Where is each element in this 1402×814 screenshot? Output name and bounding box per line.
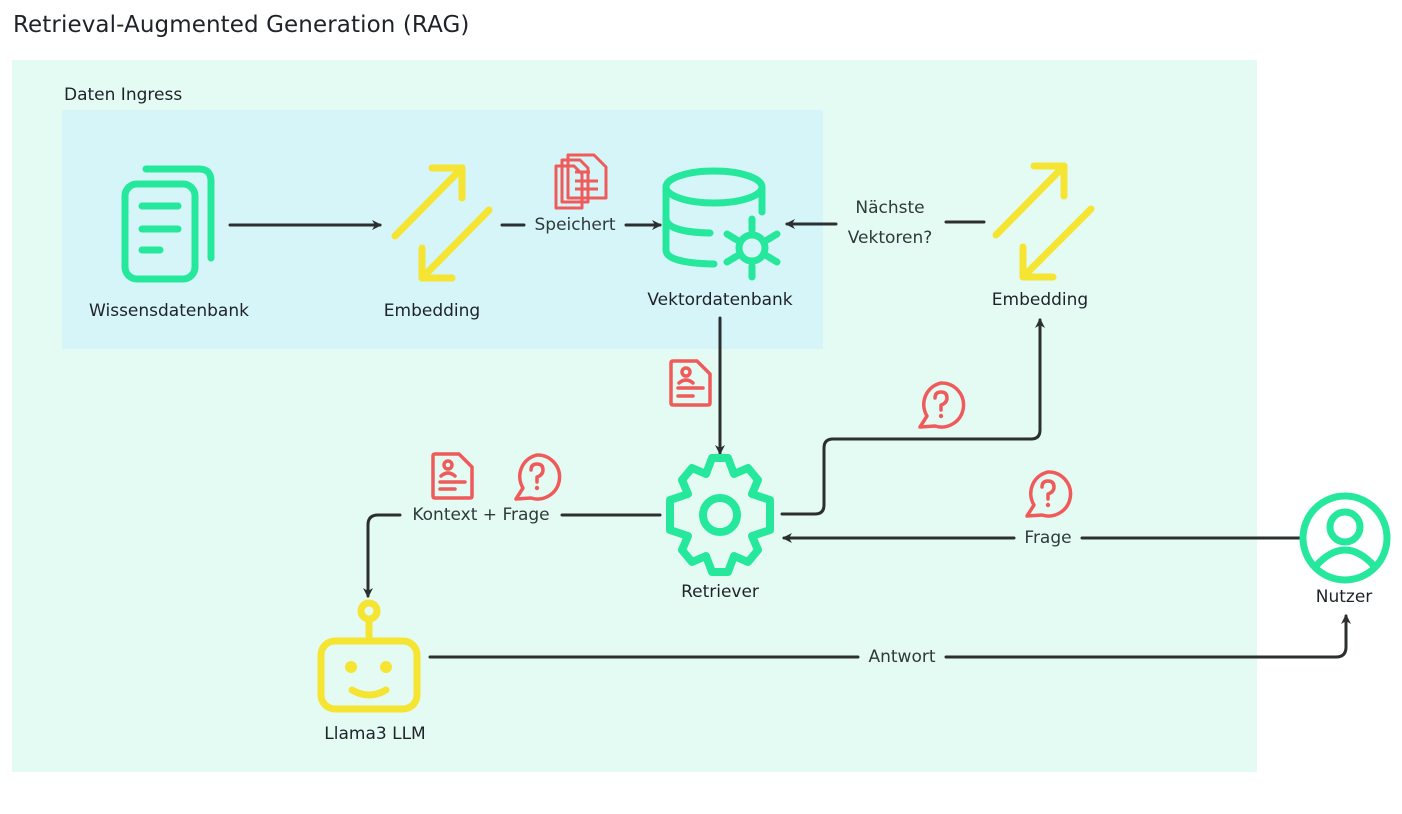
question-bubble-dot <box>534 485 540 491</box>
diagram-title: Retrieval-Augmented Generation (RAG) <box>13 12 470 38</box>
edge-retriever-to-llm-b <box>363 513 402 598</box>
edge-label-speichert: Speichert <box>534 215 616 235</box>
data-ingress-label: Daten Ingress <box>64 85 183 105</box>
document-user-icon <box>431 452 474 500</box>
edge-label-line-2: Vektoren? <box>847 228 933 248</box>
edge-label-kontext-frage: Kontext + Frage <box>412 505 550 525</box>
edge-label-naechste-vektoren: Nächste Vektoren? <box>848 193 933 253</box>
node-label-embedding-query: Embedding <box>991 290 1089 310</box>
node-label-user: Nutzer <box>1315 587 1373 607</box>
robot-icon <box>317 599 421 713</box>
database-gear-icon <box>662 167 781 281</box>
user-circle-icon <box>1299 492 1391 584</box>
node-label-embedding-ingress: Embedding <box>383 301 481 321</box>
node-label-knowledge-base: Wissensdatenbank <box>89 301 249 321</box>
question-bubble-icon <box>1025 470 1073 518</box>
question-bubble-dot <box>938 413 944 419</box>
edge-label-antwort: Antwort <box>868 647 936 667</box>
edge-label-line-1: Nächste <box>855 198 925 218</box>
node-label-vector-db: Vektordatenbank <box>647 290 793 310</box>
question-bubble-icon <box>918 381 966 429</box>
question-bubble-dot <box>1045 502 1051 508</box>
question-bubble-icon <box>514 453 562 501</box>
edge-label-frage: Frage <box>1024 528 1072 548</box>
robot-eyes <box>345 661 392 673</box>
edge-retriever-to-embedding <box>780 318 1045 516</box>
documents-icon <box>121 165 215 283</box>
swap-arrows-icon <box>391 164 493 282</box>
edge-llm-to-user-b <box>944 614 1351 659</box>
gear-icon <box>666 454 774 576</box>
node-label-retriever: Retriever <box>681 582 759 602</box>
node-label-llm: Llama3 LLM <box>324 724 426 744</box>
document-user-icon <box>669 359 712 407</box>
swap-arrows-icon <box>992 162 1095 281</box>
documents-stack-icon <box>554 153 608 210</box>
